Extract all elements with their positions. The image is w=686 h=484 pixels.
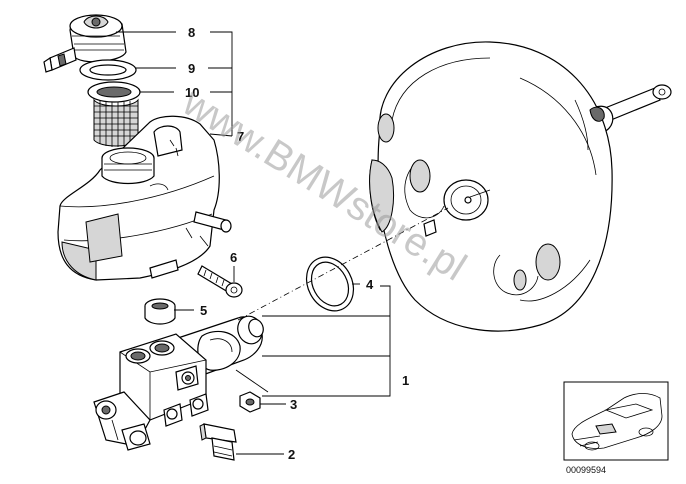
reservoir-strainer [87,81,141,147]
callout-3: 3 [290,397,297,412]
car-silhouette-icon [571,393,663,451]
callout-4: 4 [366,277,374,292]
reservoir-cap [43,14,127,73]
reservoir-plug [144,298,176,325]
reservoir-bolt [197,265,243,298]
brake-fluid-reservoir [57,115,232,281]
callout-9: 9 [188,61,195,76]
callout-2: 2 [288,447,295,462]
brake-booster [369,41,672,332]
car-thumbnail: 00099594 [563,381,669,475]
callout-5: 5 [200,303,207,318]
callout-7: 7 [237,129,244,144]
callout-8: 8 [188,25,195,40]
booster-o-ring [305,256,355,312]
hex-nut [239,391,261,413]
callout-6: 6 [230,250,237,265]
brake-master-cylinder [93,315,264,451]
leader-lines [116,31,449,455]
brake-pressure-sensor [199,423,237,461]
callout-10: 10 [185,85,199,100]
thumbnail-reference: 00099594 [566,465,606,475]
cap-seal-ring [79,59,137,81]
callout-1: 1 [402,373,409,388]
